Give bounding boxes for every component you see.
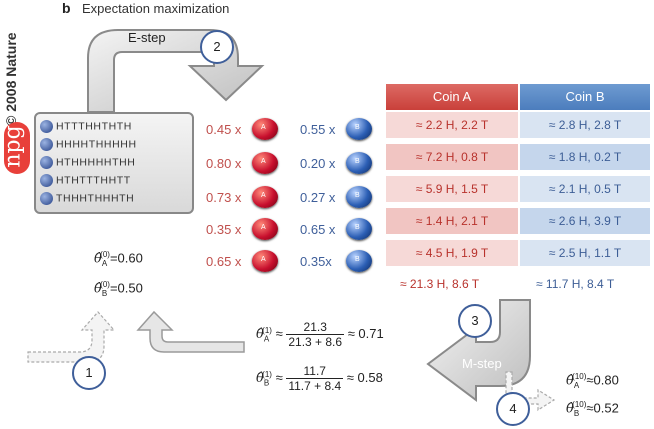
init-arrow <box>27 311 116 363</box>
coin-stack-icon <box>40 174 53 187</box>
coin-b-icon: B <box>346 186 372 208</box>
coin-b-icon: B <box>346 250 372 272</box>
coin-a-icon: A <box>252 250 278 272</box>
sequence-row: HTTTHHTHTH <box>40 120 132 136</box>
sequence-box: HTTTHHTHTH HHHHTHHHHH HTHHHHHTHH HTHTTTH… <box>34 112 194 214</box>
final-theta-b: θ̂B(10)≈0.52 <box>566 400 619 418</box>
weight-b: 0.65 x <box>300 222 336 237</box>
coin-stack-icon <box>40 138 53 151</box>
npg-logo: npg <box>1 122 32 174</box>
weight-b: 0.27 x <box>300 190 336 205</box>
sequence-text: HHHHTHHHHH <box>56 138 137 151</box>
total-coin-b: ≈ 11.7 H, 8.4 T <box>536 277 615 291</box>
header-coin-b: Coin B <box>520 84 650 110</box>
coin-b-icon: B <box>346 118 372 140</box>
step-4-badge: 4 <box>496 392 530 426</box>
npg-logo-shape <box>4 122 30 174</box>
total-coin-a: ≈ 21.3 H, 8.6 T <box>400 277 480 291</box>
panel-title: Expectation maximization <box>82 1 230 16</box>
weight-b: 0.20 x <box>300 156 336 171</box>
weight-a: 0.35 x <box>206 222 242 237</box>
weight-a: 0.65 x <box>206 254 242 269</box>
step-1-badge: 1 <box>72 356 106 390</box>
weight-a: 0.73 x <box>206 190 242 205</box>
coin-stack-icon <box>40 156 53 169</box>
coin-b-icon: B <box>346 152 372 174</box>
coin-a-icon: A <box>252 218 278 240</box>
cell-coin-b: ≈ 2.1 H, 0.5 T <box>520 176 650 202</box>
mstep-label: M-step <box>462 356 502 371</box>
cell-coin-a: ≈ 7.2 H, 0.8 T <box>386 144 518 170</box>
cell-coin-a: ≈ 1.4 H, 2.1 T <box>386 208 518 234</box>
weight-a: 0.80 x <box>206 156 242 171</box>
weight-b: 0.55 x <box>300 122 336 137</box>
coin-a-icon: A <box>252 186 278 208</box>
panel-letter: b <box>62 0 71 16</box>
sequence-text: HTHTTTHHTT <box>56 174 131 187</box>
step-3-badge: 3 <box>458 304 492 338</box>
coin-a-icon: A <box>252 118 278 140</box>
cell-coin-b: ≈ 1.8 H, 0.2 T <box>520 144 650 170</box>
sequence-row: THHHTHHHTH <box>40 192 134 208</box>
sequence-text: HTTTHHTHTH <box>56 120 132 133</box>
cell-coin-b: ≈ 2.6 H, 3.9 T <box>520 208 650 234</box>
cell-coin-a: ≈ 4.5 H, 1.9 T <box>386 240 518 266</box>
cell-coin-b: ≈ 2.5 H, 1.1 T <box>520 240 650 266</box>
estep-label: E-step <box>128 30 166 45</box>
sequence-text: THHHTHHHTH <box>56 192 135 205</box>
sequence-row: HTHTTTHHTT <box>40 174 131 190</box>
coin-b-icon: B <box>346 218 372 240</box>
initial-theta-a: θ̂A(0)=0.60 <box>94 250 143 268</box>
coin-stack-icon <box>40 120 53 133</box>
estep-arrow <box>87 29 265 113</box>
weight-b: 0.35x <box>300 254 332 269</box>
sequence-row: HTHHHHHTHH <box>40 156 136 172</box>
cell-coin-a: ≈ 2.2 H, 2.2 T <box>386 112 518 138</box>
mstep-arrow <box>426 299 531 402</box>
coin-a-icon: A <box>252 152 278 174</box>
cell-coin-b: ≈ 2.8 H, 2.8 T <box>520 112 650 138</box>
sequence-row: HHHHTHHHHH <box>40 138 137 154</box>
header-coin-a: Coin A <box>386 84 518 110</box>
sequence-text: HTHHHHHTHH <box>56 156 136 169</box>
coin-stack-icon <box>40 192 53 205</box>
step-2-badge: 2 <box>200 30 234 64</box>
weight-a: 0.45 x <box>206 122 242 137</box>
cell-coin-a: ≈ 5.9 H, 1.5 T <box>386 176 518 202</box>
return-arrow <box>136 310 245 353</box>
final-theta-a: θ̂A(10)≈0.80 <box>566 372 619 390</box>
initial-theta-b: θ̂B(0)=0.50 <box>94 280 143 298</box>
